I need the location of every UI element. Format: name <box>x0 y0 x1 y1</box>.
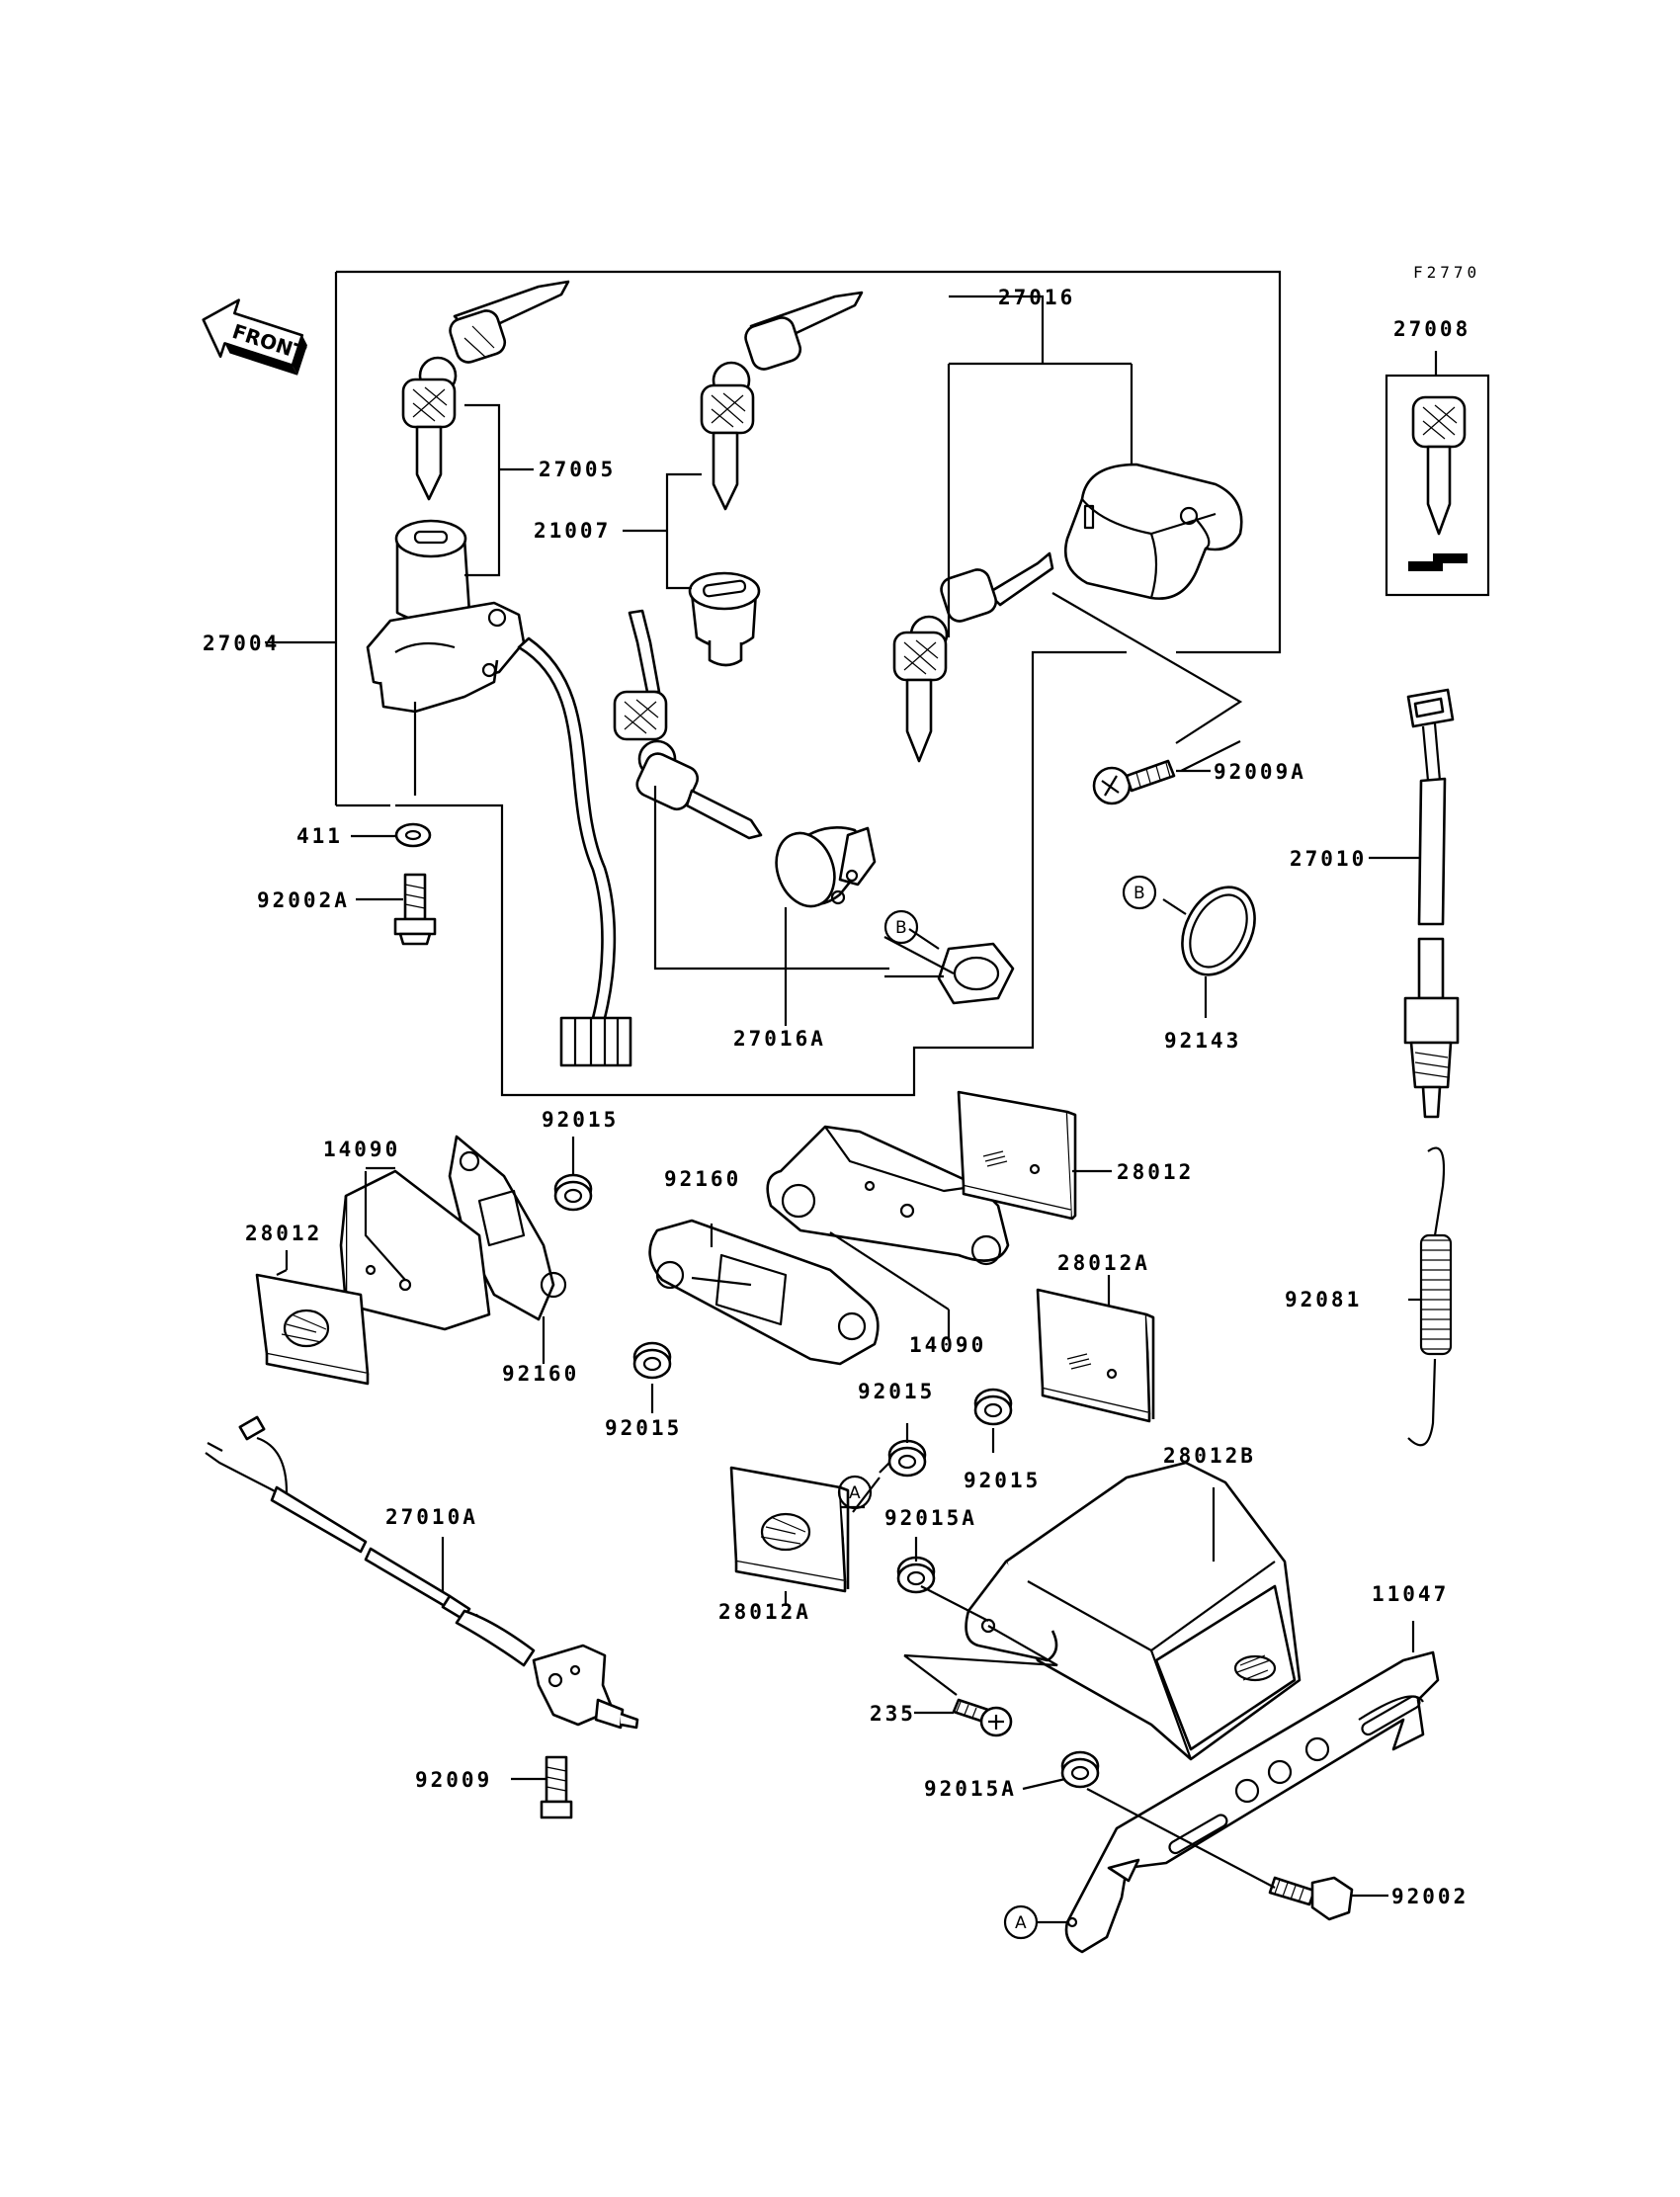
label-27004: 27004 <box>203 632 280 655</box>
label-92015-top: 92015 <box>542 1108 619 1132</box>
label-27005: 27005 <box>539 458 616 481</box>
bolt-92002A <box>393 873 437 946</box>
label-235: 235 <box>870 1702 916 1726</box>
license-light-28012B <box>965 1461 1302 1761</box>
label-28012-left: 28012 <box>245 1222 322 1245</box>
label-92015-a: 92015 <box>858 1380 935 1403</box>
nut-92015A-bottom <box>1060 1750 1100 1789</box>
key-27008 <box>1408 395 1468 571</box>
front-arrow-icon: FRONT <box>202 298 309 376</box>
reflector-28012-right <box>957 1090 1077 1221</box>
callout-a-2: A <box>1003 1904 1039 1940</box>
bolt-92009 <box>540 1755 573 1819</box>
nut-92015A-top <box>896 1556 936 1594</box>
label-11047: 11047 <box>1372 1582 1449 1606</box>
label-28012B: 28012B <box>1163 1444 1256 1468</box>
label-14090-mid: 14090 <box>909 1333 986 1357</box>
label-28012A-right: 28012A <box>1057 1251 1150 1275</box>
callout-b-1: B <box>883 909 919 945</box>
label-92002: 92002 <box>1391 1885 1469 1908</box>
label-92160-left: 92160 <box>502 1362 579 1386</box>
reflector-28012A-left <box>729 1466 850 1593</box>
label-27008: 27008 <box>1393 317 1470 341</box>
label-14090-left: 14090 <box>323 1138 400 1161</box>
reflector-28012A-right <box>1036 1288 1155 1423</box>
label-92143: 92143 <box>1164 1029 1241 1053</box>
nut-92015-top <box>553 1173 593 1212</box>
label-92015-mid: 92015 <box>605 1416 682 1440</box>
key-pair-21007 <box>700 291 864 511</box>
svg-text:B: B <box>1134 884 1145 903</box>
key-pair-27016 <box>892 551 1054 763</box>
label-21007: 21007 <box>534 519 611 543</box>
washer-411 <box>394 822 432 848</box>
lock-27016A <box>775 826 1015 1005</box>
ignition-group-frame <box>336 270 1282 1097</box>
key-pair-27016A <box>613 609 763 840</box>
cable-27010A <box>205 1415 639 1730</box>
nut-92015-a <box>887 1439 927 1478</box>
callout-b-2: B <box>1122 875 1157 910</box>
callout-a-1: A <box>837 1475 873 1510</box>
label-92081: 92081 <box>1285 1288 1362 1311</box>
lock-housing-27016 <box>1063 463 1243 600</box>
nut-92015-b <box>973 1388 1013 1426</box>
label-92009A: 92009A <box>1214 760 1306 784</box>
diagram-code: F2770 <box>1413 263 1480 282</box>
label-92015A-bottom: 92015A <box>924 1777 1017 1801</box>
o-ring-92143 <box>1181 886 1256 976</box>
label-92002A: 92002A <box>257 888 350 912</box>
reflector-middle-assembly <box>648 1125 1010 1366</box>
ignition-switch <box>366 519 632 1067</box>
key-27008-box <box>1385 374 1490 597</box>
leader-lines <box>265 295 1438 1924</box>
label-28012A-left: 28012A <box>718 1600 811 1624</box>
label-27010A: 27010A <box>385 1505 478 1529</box>
bracket-11047 <box>1064 1650 1440 1954</box>
lock-cylinder-21007 <box>688 571 761 667</box>
nut-92015-mid <box>632 1341 672 1380</box>
label-411: 411 <box>296 824 343 848</box>
svg-text:A: A <box>1015 1913 1027 1933</box>
label-92015-b: 92015 <box>964 1469 1041 1492</box>
label-92009: 92009 <box>415 1768 492 1792</box>
reflector-left-assembly <box>255 1135 567 1386</box>
label-92160-mid: 92160 <box>664 1167 741 1191</box>
label-28012-right: 28012 <box>1117 1160 1194 1184</box>
label-27016A: 27016A <box>733 1027 826 1051</box>
bolt-92002 <box>1268 1876 1354 1921</box>
svg-text:A: A <box>849 1483 861 1503</box>
label-92015A-top: 92015A <box>884 1506 977 1530</box>
key-pair-27005 <box>401 280 570 501</box>
svg-text:B: B <box>895 918 907 938</box>
label-27016: 27016 <box>998 286 1075 309</box>
screw-92009A <box>1092 759 1176 805</box>
screw-235 <box>952 1698 1013 1737</box>
label-27010: 27010 <box>1290 847 1367 871</box>
switch-27010 <box>1403 688 1460 1119</box>
spring-92081 <box>1407 1146 1453 1447</box>
